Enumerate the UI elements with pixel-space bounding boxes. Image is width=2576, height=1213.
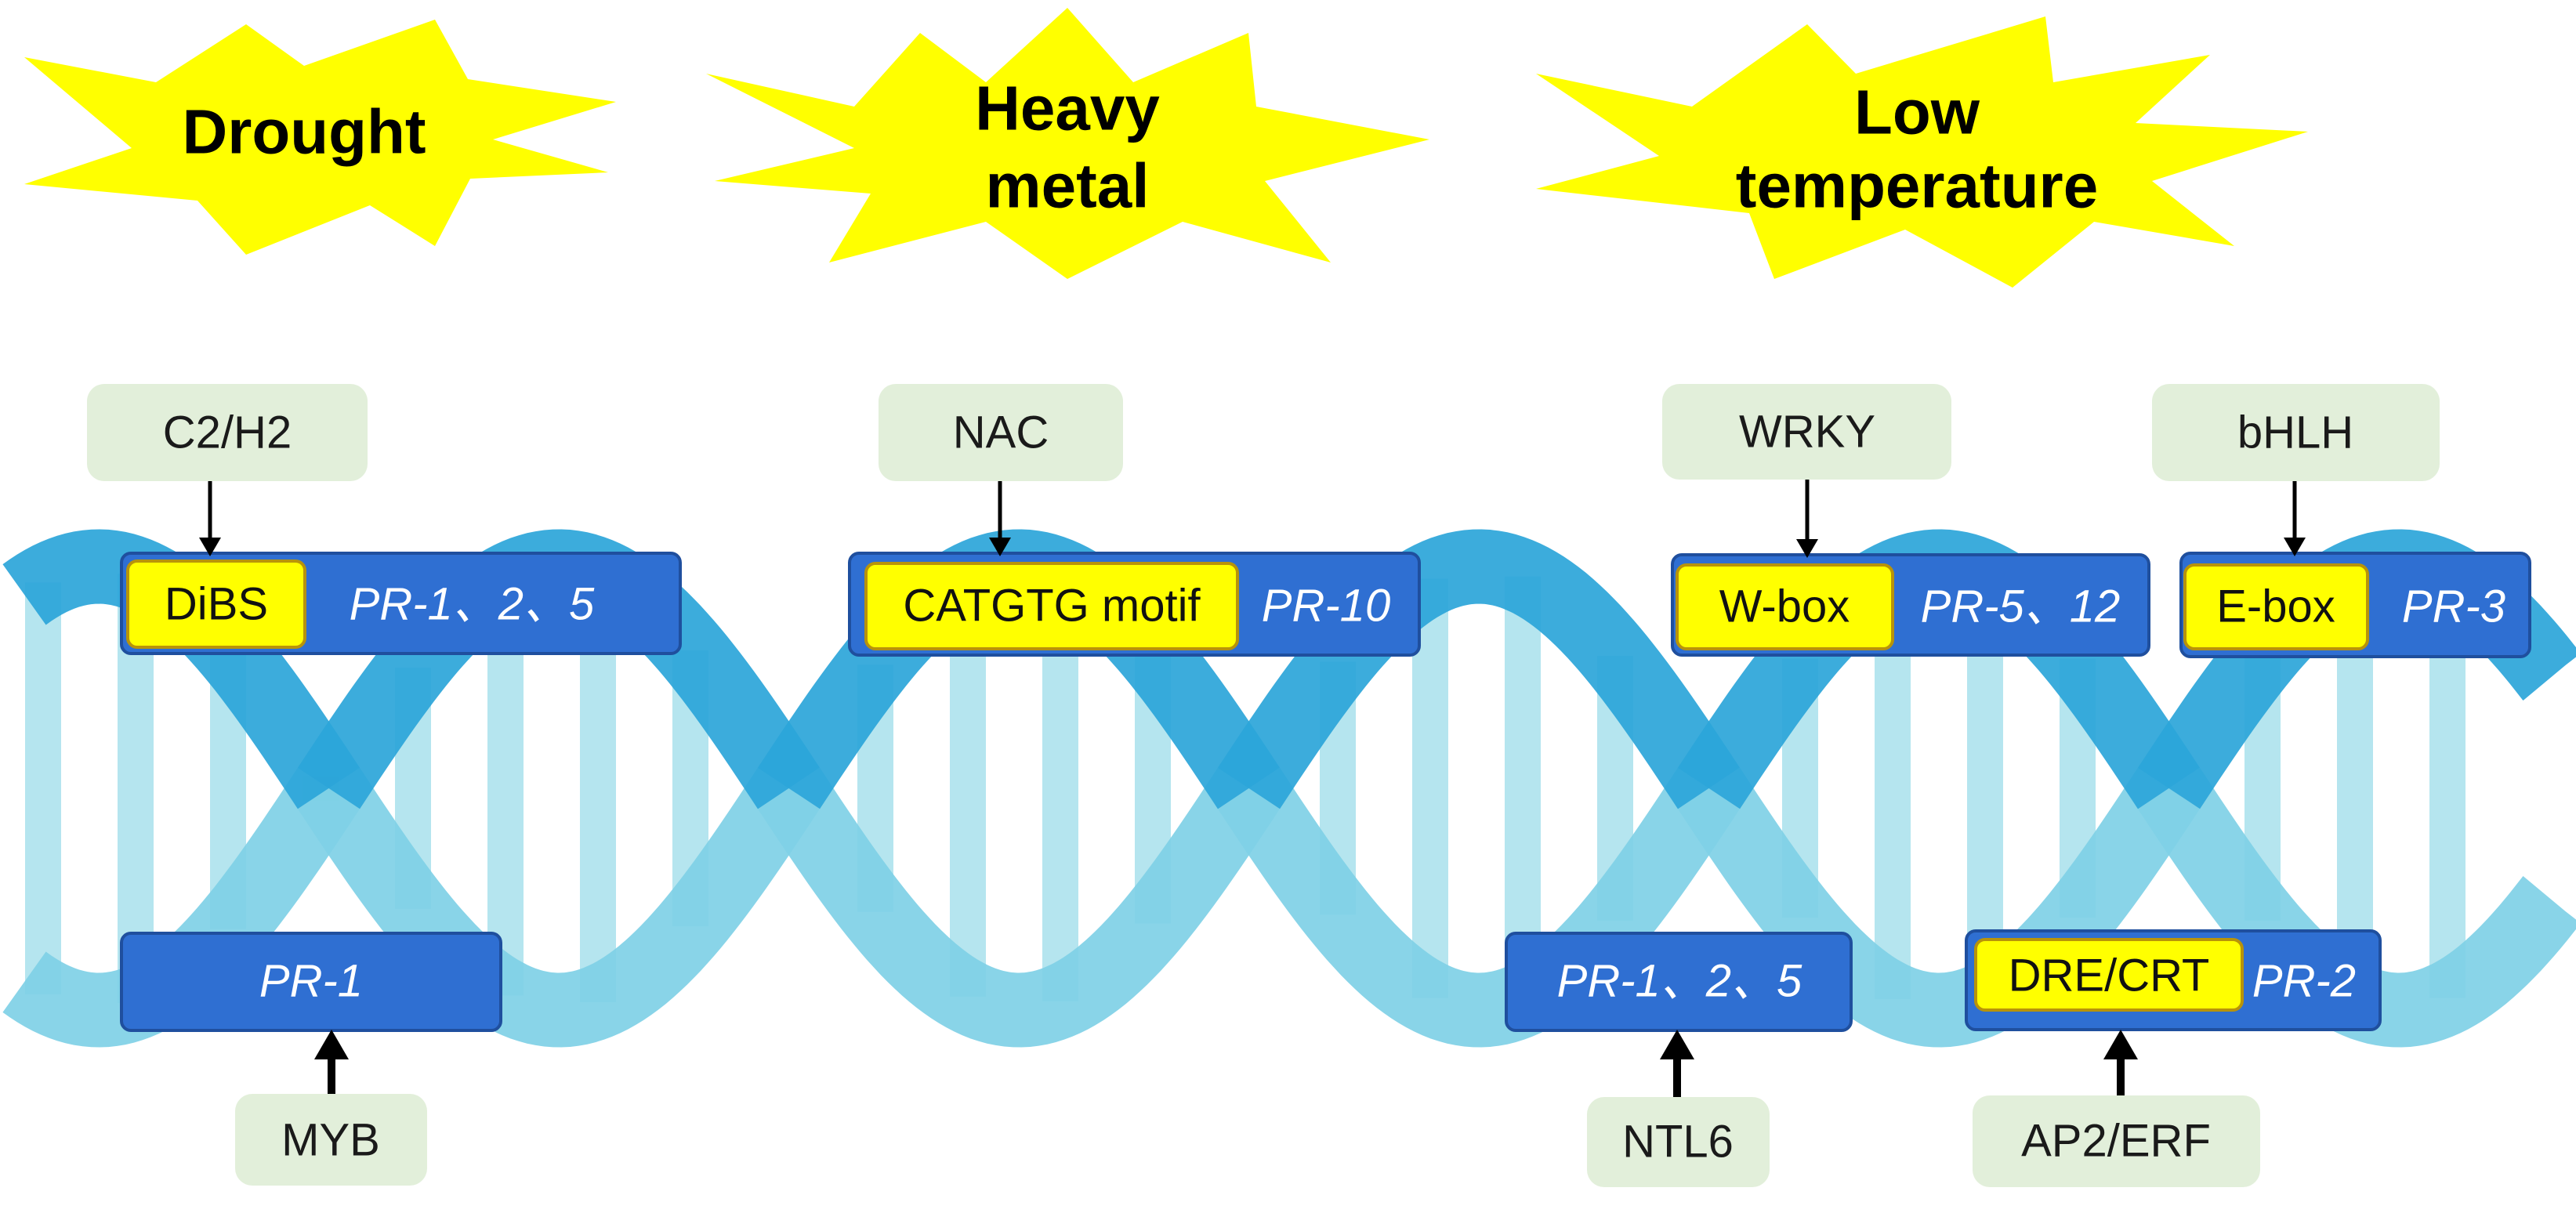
factor-box	[87, 384, 368, 481]
promoter-box	[120, 932, 502, 1032]
factor-wrky: WRKY	[1662, 384, 1951, 480]
stress-low-temperature: Low temperature	[1536, 16, 2308, 288]
cis-element-box	[126, 559, 306, 649]
stress-drought: Drought	[24, 20, 616, 255]
cis-element-label: W-box	[1719, 581, 1850, 632]
arrow-nac-to-catgtg	[989, 481, 1011, 556]
cis-element-label: CATGTG motif	[903, 581, 1201, 632]
promoter-catgtg: CATGTG motif PR-10	[848, 552, 1421, 657]
helix-strand-a	[1217, 767, 1741, 1048]
factor-label: NAC	[953, 407, 1049, 458]
factor-label: MYB	[281, 1115, 380, 1166]
factor-label: WRKY	[1739, 407, 1875, 458]
gene-label: PR-10	[1262, 581, 1390, 632]
factor-nac: NAC	[879, 384, 1123, 481]
factor-myb: MYB	[235, 1094, 427, 1186]
promoter-e-box: E-box PR-3	[2179, 552, 2531, 658]
promoter-ntl6-target: PR-1、2、5	[1505, 932, 1853, 1032]
promoter-dibs: DiBS PR-1、2、5	[120, 552, 682, 655]
factor-bhlh: bHLH	[2152, 384, 2440, 481]
base-pair-rung	[25, 582, 61, 994]
starburst-icon	[706, 8, 1429, 279]
arrow-ap2-erf-to-dre-crt	[2103, 1030, 2138, 1095]
factor-box	[1662, 384, 1951, 480]
starburst-icon	[24, 20, 616, 255]
factor-box	[879, 384, 1123, 481]
factor-label: bHLH	[2237, 407, 2353, 458]
arrow-down-icon	[2284, 538, 2306, 556]
promoter-box	[1505, 932, 1853, 1032]
starburst-icon	[1536, 16, 2308, 288]
arrow-bhlh-to-e-box	[2284, 481, 2306, 556]
arrow-up-icon	[314, 1030, 349, 1059]
arrow-c2h2-to-dibs	[199, 481, 221, 556]
stress-heavy-metal: Heavy metal	[706, 8, 1429, 279]
helix-strand-b	[1217, 529, 1741, 809]
stress-label: Drought	[182, 97, 426, 167]
helix-strand-b	[1677, 767, 2201, 1048]
cis-element-box	[1974, 938, 2244, 1012]
arrow-ntl6-to-promoter	[1660, 1030, 1694, 1097]
cis-element-label: DiBS	[165, 579, 268, 630]
factor-box	[1973, 1095, 2260, 1187]
factor-box	[2152, 384, 2440, 481]
gene-label: PR-1、2、5	[350, 579, 595, 630]
arrow-wrky-to-w-box	[1796, 480, 1818, 558]
arrow-down-icon	[989, 538, 1011, 556]
factor-label: C2/H2	[163, 407, 292, 458]
helix-strand-b	[757, 767, 1281, 1048]
factor-label: NTL6	[1622, 1117, 1734, 1168]
stress-label-line-2: metal	[986, 151, 1150, 221]
cis-element-box	[2183, 563, 2369, 650]
arrow-down-icon	[199, 538, 221, 556]
gene-label: PR-1、2、5	[1557, 956, 1802, 1007]
promoter-dre-crt: DRE/CRT PR-2	[1965, 929, 2382, 1031]
promoter-w-box: W-box PR-5、12	[1671, 553, 2150, 657]
factor-ntl6: NTL6	[1587, 1097, 1770, 1187]
arrow-up-icon	[1660, 1030, 1694, 1059]
gene-label: PR-2	[2252, 956, 2356, 1007]
gene-label: PR-5、12	[1921, 581, 2121, 632]
helix-strand-a	[297, 767, 821, 1048]
gene-label: PR-1	[259, 956, 363, 1007]
promoter-myb-target: PR-1	[120, 932, 502, 1032]
cis-element-box	[1676, 563, 1894, 650]
arrow-myb-to-promoter	[314, 1030, 349, 1094]
factor-box	[235, 1094, 427, 1186]
gene-label: PR-3	[2402, 581, 2505, 632]
stress-label-line-2: temperature	[1736, 151, 2098, 221]
stress-label-line-1: Heavy	[975, 74, 1160, 143]
factor-label: AP2/ERF	[2021, 1116, 2211, 1167]
cis-element-label: E-box	[2216, 581, 2335, 632]
stress-label-line-1: Low	[1854, 78, 1980, 147]
factor-c2h2: C2/H2	[87, 384, 368, 481]
cis-element-label: DRE/CRT	[2009, 950, 2210, 1001]
arrow-down-icon	[1796, 539, 1818, 558]
base-pair-rung	[1505, 576, 1541, 1001]
factor-ap2-erf: AP2/ERF	[1973, 1095, 2260, 1187]
factor-box	[1587, 1097, 1770, 1187]
cis-element-box	[864, 562, 1239, 650]
arrow-up-icon	[2103, 1030, 2138, 1059]
